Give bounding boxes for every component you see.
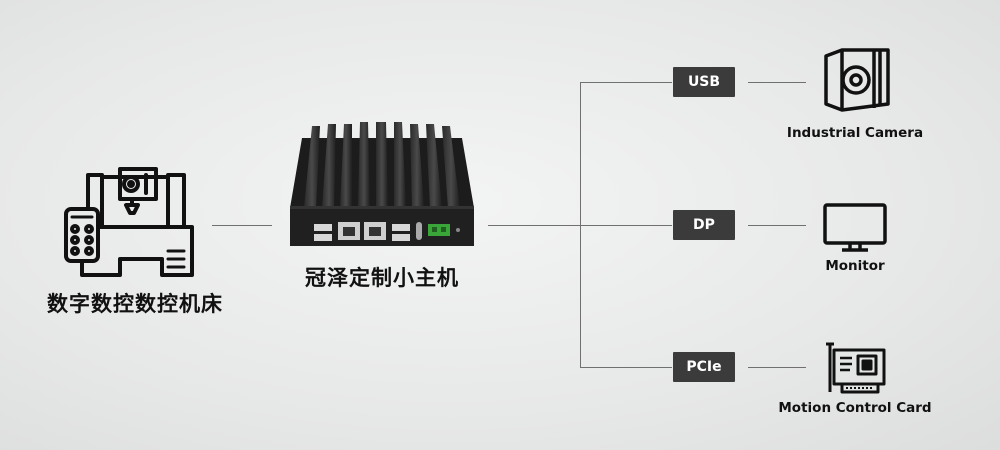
connector-trunk <box>580 82 581 367</box>
camera-label: Industrial Camera <box>786 125 924 141</box>
fanless-mini-pc <box>290 122 474 246</box>
usb-tag: USB <box>673 67 735 97</box>
connector-pc-trunk <box>488 225 581 226</box>
pcie-tag: PCIe <box>673 352 735 382</box>
monitor-icon <box>823 203 887 252</box>
pcie-card-label: Motion Control Card <box>778 400 932 416</box>
pcie-card-icon <box>826 342 886 394</box>
mini-pc-label: 冠泽定制小主机 <box>305 266 459 290</box>
cnc-machine-label: 数字数控数控机床 <box>47 292 223 316</box>
connector-branch-dp <box>580 225 672 226</box>
connector-pcie-card <box>748 367 806 368</box>
cnc-machine-icon <box>64 167 194 277</box>
monitor-label: Monitor <box>825 258 885 274</box>
connector-dp-monitor <box>748 225 806 226</box>
connector-usb-camera <box>748 82 806 83</box>
camera-icon <box>824 48 890 112</box>
connector-branch-usb <box>580 82 672 83</box>
connector-branch-pcie <box>580 367 672 368</box>
connector-cnc-pc <box>212 225 272 226</box>
dp-tag: DP <box>673 210 735 240</box>
